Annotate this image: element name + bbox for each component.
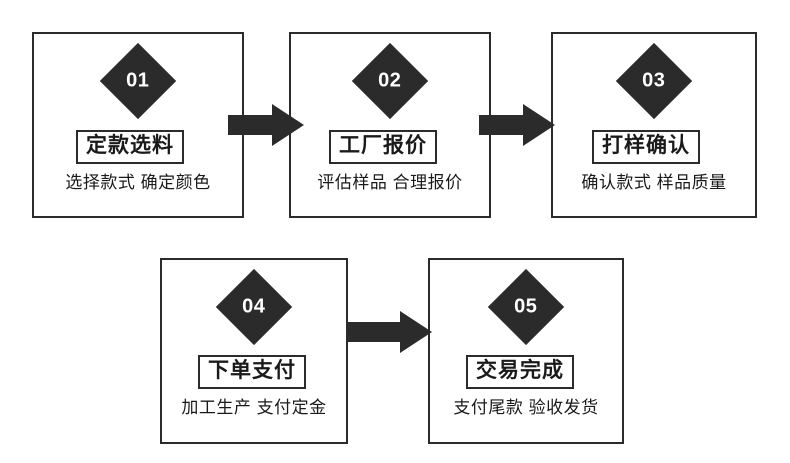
step-number-03: 03 <box>642 70 666 92</box>
step-title-05: 交易完成 <box>466 355 574 390</box>
step-title-01: 定款选料 <box>76 130 184 165</box>
step-box-04 <box>160 258 348 444</box>
step-title-02: 工厂报价 <box>329 130 437 165</box>
step-number-01: 01 <box>126 70 150 92</box>
step-number-05: 05 <box>514 296 538 318</box>
step-number-02: 02 <box>378 70 402 92</box>
step-caption-04: 加工生产 支付定金 <box>181 398 327 417</box>
step-title-03: 打样确认 <box>592 130 700 165</box>
arrow-step2-to-step3 <box>479 104 555 146</box>
step-caption-01: 选择款式 确定颜色 <box>65 173 211 192</box>
step-caption-05: 支付尾款 验收发货 <box>453 398 599 417</box>
step-number-04: 04 <box>242 296 266 318</box>
step-box-05 <box>428 258 624 444</box>
step-title-04: 下单支付 <box>198 355 306 390</box>
step-caption-03: 确认款式 样品质量 <box>581 173 727 192</box>
arrow-step1-to-step2 <box>228 104 304 146</box>
arrow-step4-to-step5 <box>348 311 432 353</box>
step-caption-02: 评估样品 合理报价 <box>317 173 463 192</box>
